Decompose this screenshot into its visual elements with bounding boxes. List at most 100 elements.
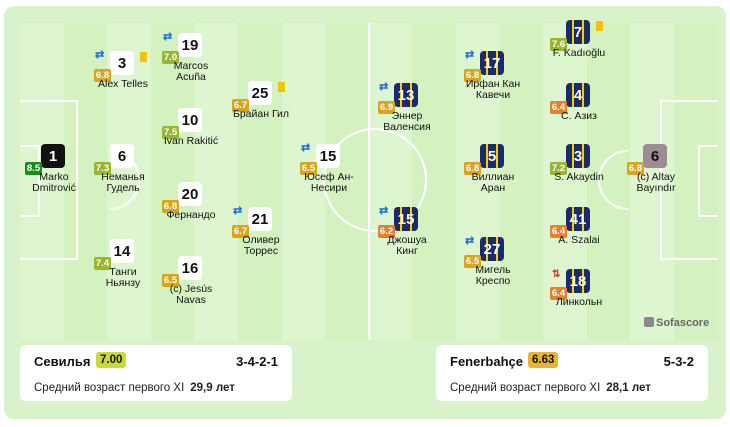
player-name: A. Szalai: [558, 234, 600, 246]
player-rating-badge: 7.0: [162, 51, 179, 64]
player-rating-badge: 7.6: [550, 38, 567, 51]
player-name: S. Akaydin: [554, 171, 604, 183]
player-name: F. Kadıoğlu: [552, 47, 606, 59]
center-circle: [323, 128, 427, 232]
substitution-icon: ⇄: [163, 31, 173, 43]
player-rating-badge: 6.4: [550, 287, 567, 300]
substitution-icon: ⇄: [379, 81, 389, 93]
player-shirt-number: 13: [394, 83, 418, 107]
player-shirt-number: 5: [480, 144, 504, 168]
sofascore-watermark: Sofascore: [644, 317, 709, 329]
player-shirt-number: 1: [41, 144, 65, 168]
player-rating-badge: 6.5: [162, 274, 179, 287]
left-goal-box: [20, 145, 40, 217]
right-goal-box: [698, 145, 718, 217]
home-team-name[interactable]: Севилья: [34, 354, 91, 369]
substitution-icon: ⇄: [465, 235, 475, 247]
substitution-in-icon: ⇅: [552, 269, 561, 280]
player-name: Линкольн: [555, 296, 603, 308]
player-name: Ivan Rakitić: [163, 135, 219, 147]
player-shirt-number: 27: [480, 237, 504, 261]
player-rating-badge: 6.8: [464, 69, 481, 82]
player-name: Alex Telles: [98, 78, 148, 90]
player-rating-badge: 7.2: [550, 162, 567, 175]
player-rating-badge: 7.3: [94, 162, 111, 175]
player-shirt-number: 6: [110, 144, 134, 168]
lineups-card: Sofascore: [4, 6, 726, 419]
yellow-card-icon: [140, 52, 147, 62]
player-shirt-number: 17: [480, 51, 504, 75]
player-rating-badge: 6.5: [300, 162, 317, 175]
away-team-summary: Fenerbahçe 6.63 5-3-2 Средний возраст пе…: [436, 345, 708, 401]
player-shirt-number: 20: [178, 182, 202, 206]
player-shirt-number: 3: [566, 144, 590, 168]
football-pitch: [20, 23, 718, 340]
player-name: Брайан Гил: [232, 108, 290, 120]
right-penalty-box: [660, 100, 718, 260]
player-shirt-number: 6: [643, 144, 667, 168]
home-team-summary: Севилья 7.00 3-4-2-1 Средний возраст пер…: [20, 345, 292, 401]
player-name: Фернандо: [166, 209, 216, 221]
player-shirt-number: 21: [248, 207, 272, 231]
player-shirt-number: 7: [566, 20, 590, 44]
player-rating-badge: 6.2: [378, 225, 395, 238]
player-rating-badge: 6.5: [464, 255, 481, 268]
player-shirt-number: 3: [110, 51, 134, 75]
player-rating-badge: 8.5: [25, 162, 42, 175]
player-rating-badge: 6.8: [162, 200, 179, 213]
player-rating-badge: 6.4: [550, 101, 567, 114]
away-team-name[interactable]: Fenerbahçe: [450, 354, 523, 369]
player-shirt-number: 41: [566, 207, 590, 231]
substitution-icon: ⇄: [301, 142, 311, 154]
substitution-icon: ⇄: [379, 205, 389, 217]
player-rating-badge: 7.4: [94, 257, 111, 270]
player-shirt-number: 15: [316, 144, 340, 168]
player-rating-badge: 6.7: [232, 99, 249, 112]
player-rating-badge: 6.8: [627, 162, 644, 175]
player-rating-badge: 6.9: [378, 101, 395, 114]
player-name: С. Азиз: [561, 110, 597, 122]
player-rating-badge: 7.5: [162, 126, 179, 139]
substitution-icon: ⇄: [233, 205, 243, 217]
player-rating-badge: 6.4: [550, 225, 567, 238]
player-rating-badge: 6.8: [464, 162, 481, 175]
away-formation: 5-3-2: [663, 354, 694, 369]
home-team-rating-badge: 7.00: [96, 352, 127, 368]
player-shirt-number: 10: [178, 108, 202, 132]
player-shirt-number: 19: [178, 33, 202, 57]
